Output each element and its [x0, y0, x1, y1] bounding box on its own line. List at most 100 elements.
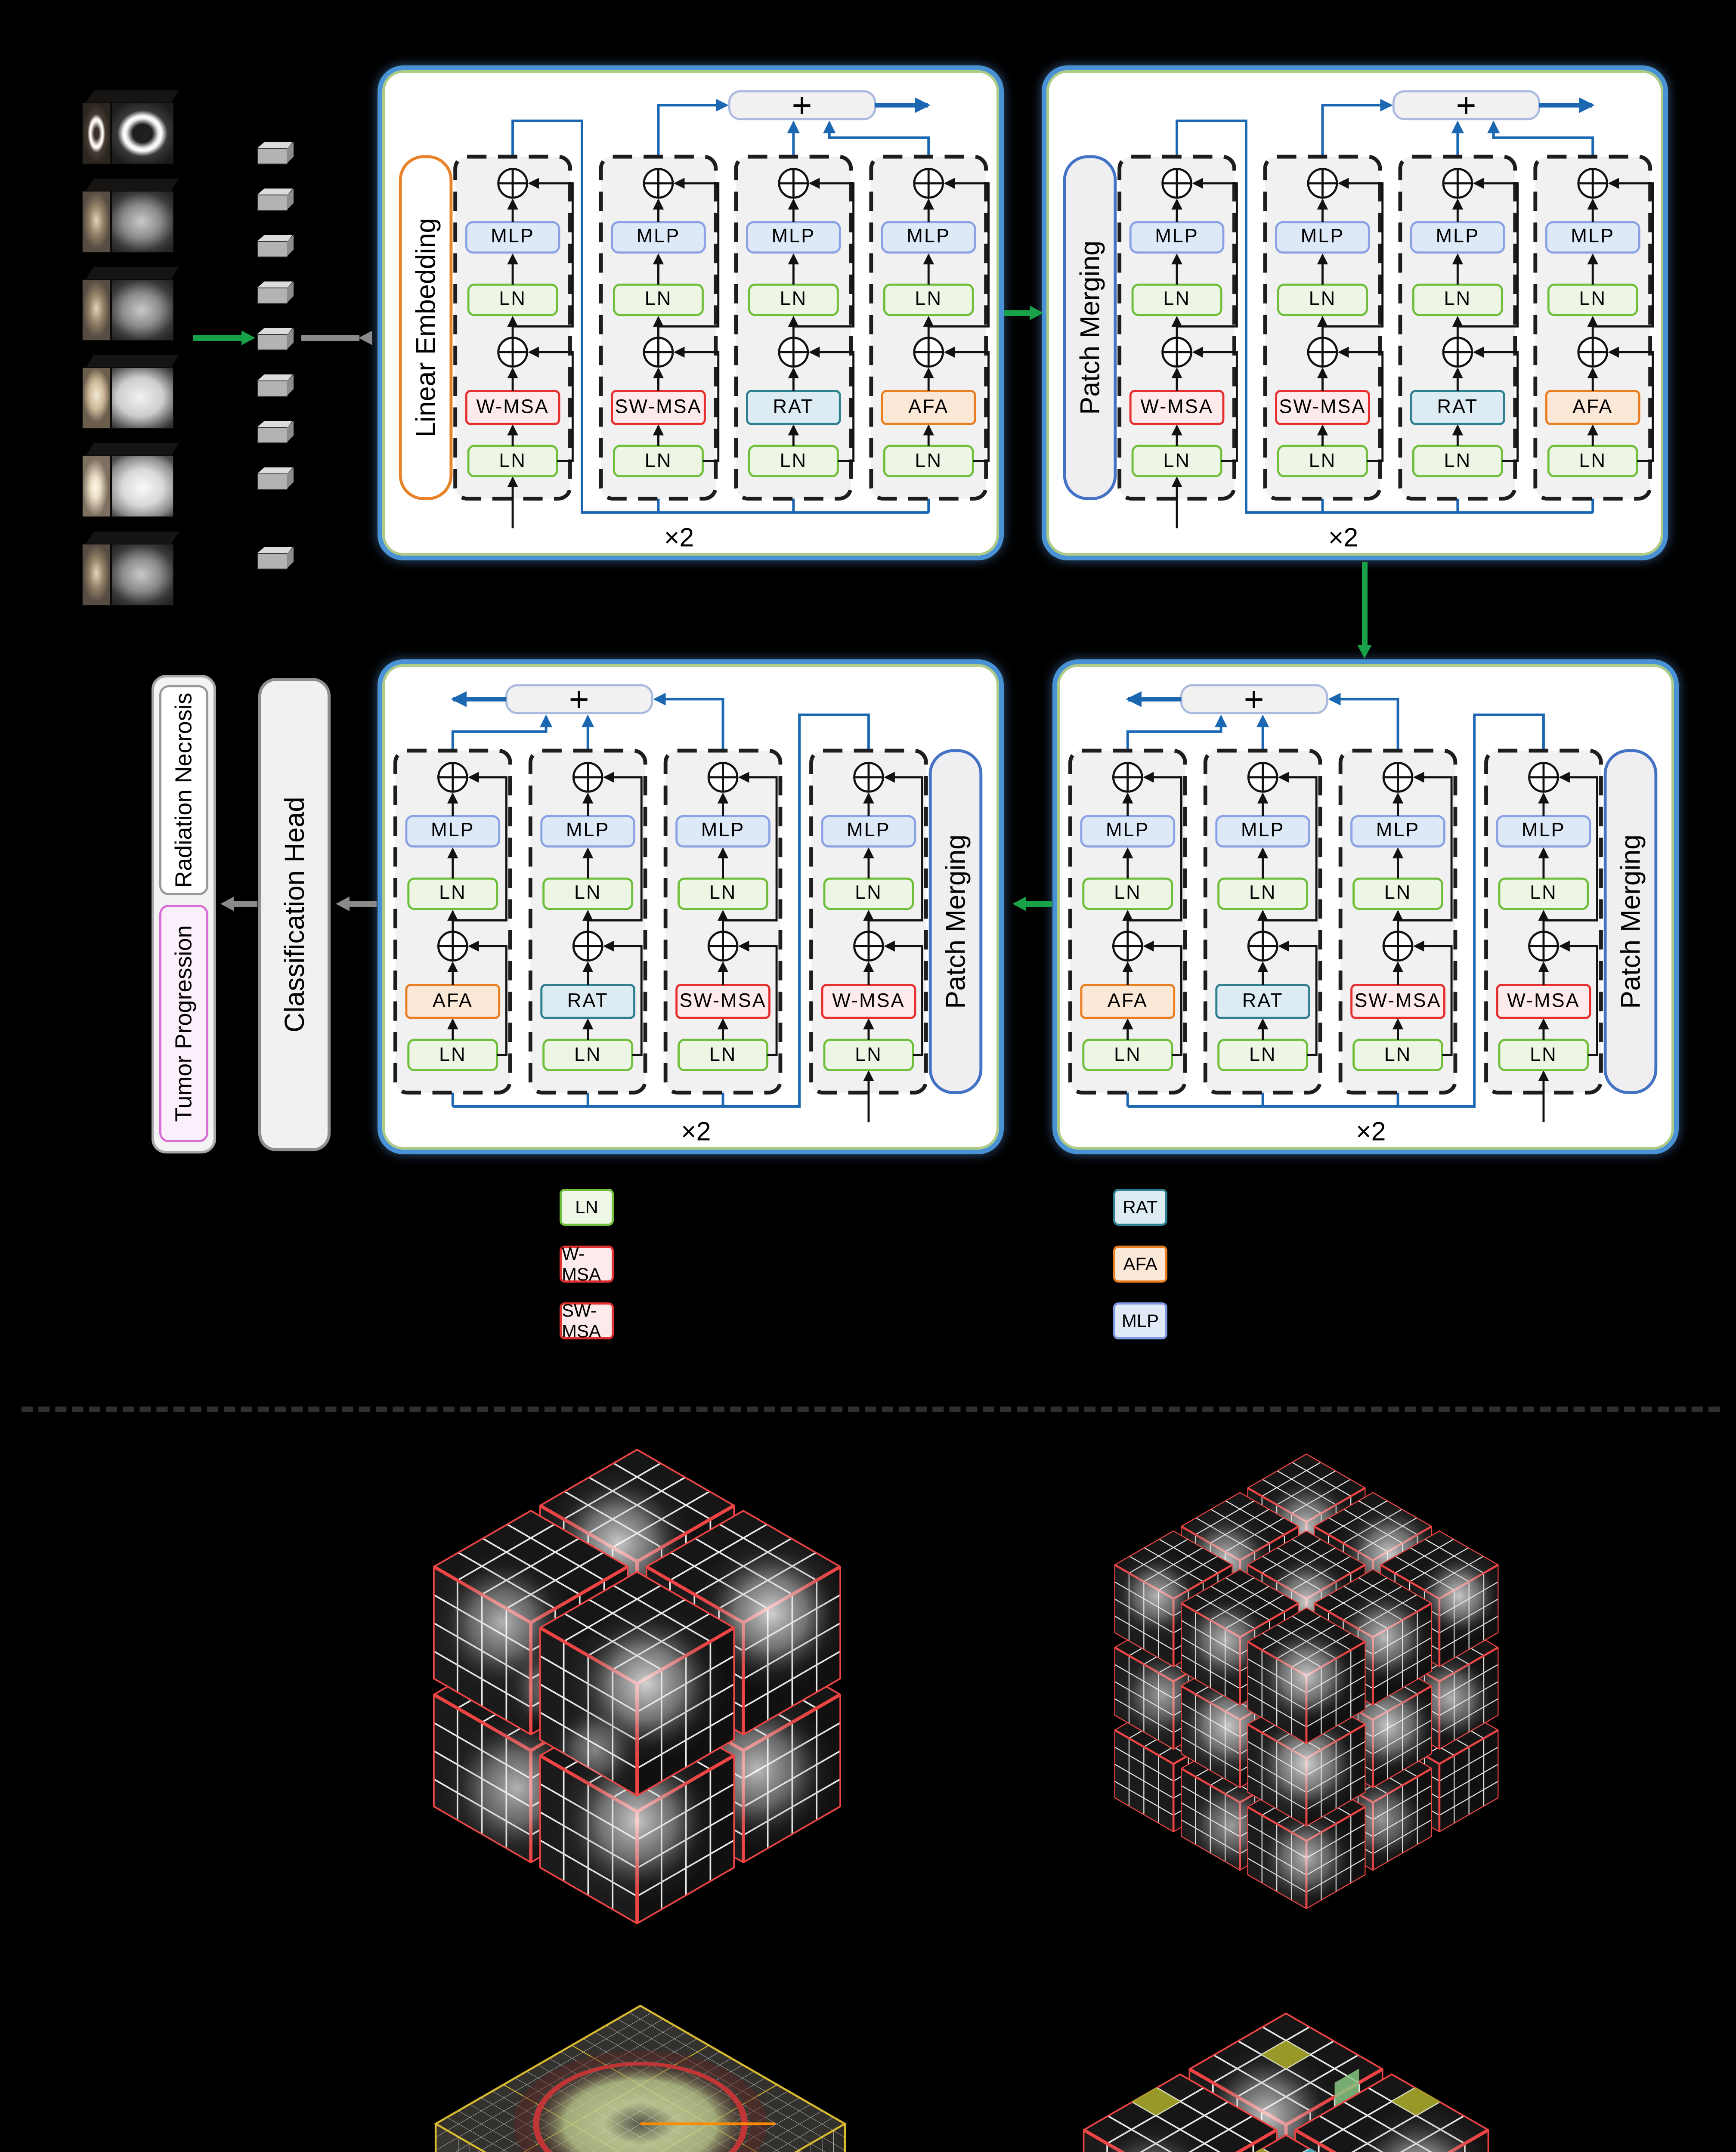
token-slab — [257, 195, 288, 211]
output-tumor-progression: Tumor Progression — [159, 905, 208, 1142]
svg-text:RAT: RAT — [1242, 989, 1284, 1011]
classification-head: Classification Head — [258, 678, 331, 1151]
sum-label: + — [792, 86, 812, 125]
svg-text:LN: LN — [1530, 1043, 1557, 1065]
svg-text:LN: LN — [855, 1043, 882, 1065]
region-attention-cube — [433, 2004, 847, 2152]
head-to-output-arrow — [220, 897, 257, 911]
svg-text:LN: LN — [1579, 287, 1606, 309]
stage-2-diagram: Patch Merging + LN W-MSA LN MLP LN SW-MS… — [1063, 86, 1654, 552]
token-slab — [257, 148, 288, 164]
transformer-block-wmsa: LN W-MSA LN MLP — [1117, 155, 1238, 529]
svg-text:SW-MSA: SW-MSA — [1354, 989, 1441, 1011]
svg-text:LN: LN — [780, 287, 808, 309]
svg-text:LN: LN — [915, 449, 942, 471]
svg-text:SW-MSA: SW-MSA — [615, 395, 702, 417]
svg-text:W-MSA: W-MSA — [832, 989, 905, 1011]
svg-text:LN: LN — [439, 881, 467, 903]
token-slab — [257, 380, 288, 397]
transformer-block-rat: LN RAT LN MLP — [1203, 748, 1322, 1095]
transformer-block-swmsa: LN SW-MSA LN MLP — [599, 155, 720, 501]
transformer-block-afa: LN AFA LN MLP — [1533, 155, 1654, 501]
patchify-arrow — [193, 331, 255, 345]
attended-feature-cube — [1083, 2008, 1489, 2152]
section-divider — [22, 1407, 1720, 1412]
svg-text:MLP: MLP — [637, 225, 681, 247]
svg-text:LN: LN — [1579, 449, 1606, 471]
svg-text:MLP: MLP — [1571, 225, 1615, 247]
region-ring-top — [514, 2050, 776, 2152]
legend-swmsa: SW-MSA — [560, 1300, 614, 1341]
token-slab — [257, 241, 288, 257]
svg-text:MLP: MLP — [431, 819, 475, 841]
svg-text:AFA: AFA — [1108, 989, 1148, 1011]
stage-side-label: Patch Merging — [1616, 835, 1646, 1009]
repeat-label: ×2 — [681, 1116, 711, 1146]
transformer-block-rat: LN RAT LN MLP — [734, 155, 855, 501]
stage-side-label: Patch Merging — [941, 835, 971, 1009]
svg-text:W-MSA: W-MSA — [1140, 395, 1213, 417]
transformer-block-wmsa: LN W-MSA LN MLP — [809, 748, 928, 1122]
window-partition-cube — [433, 1444, 842, 1928]
svg-text:MLP: MLP — [1155, 225, 1199, 247]
svg-text:LN: LN — [1163, 287, 1191, 309]
repeat-label: ×2 — [664, 523, 694, 552]
transformer-block-swmsa: LN SW-MSA LN MLP — [1263, 155, 1384, 501]
sum-box — [505, 684, 653, 714]
svg-text:LN: LN — [645, 449, 672, 471]
stage-1-diagram: Linear Embedding + LN W-MSA LN MLP LN SW… — [399, 86, 990, 552]
transformer-block-wmsa: LN W-MSA LN MLP — [453, 155, 574, 529]
stage-2: Patch Merging + LN W-MSA LN MLP LN SW-MS… — [1042, 65, 1668, 560]
svg-text:W-MSA: W-MSA — [1507, 989, 1580, 1011]
svg-text:LN: LN — [1309, 449, 1337, 471]
svg-text:LN: LN — [855, 881, 882, 903]
svg-text:LN: LN — [574, 1043, 602, 1065]
token-slab — [257, 334, 288, 350]
svg-text:LN: LN — [574, 881, 602, 903]
transformer-block-swmsa: LN SW-MSA LN MLP — [663, 748, 783, 1095]
svg-text:RAT: RAT — [567, 989, 609, 1011]
shifted-window-partition-cube — [1114, 1444, 1499, 1928]
svg-text:LN: LN — [709, 1043, 737, 1065]
legend-rat: RAT — [1113, 1189, 1167, 1226]
svg-text:RAT: RAT — [1437, 395, 1478, 417]
svg-text:AFA: AFA — [433, 989, 473, 1011]
svg-text:LN: LN — [1384, 881, 1412, 903]
stage4-to-head-arrow — [336, 897, 377, 911]
transformer-block-afa: LN AFA LN MLP — [1068, 748, 1187, 1095]
embed-arrow — [301, 331, 372, 345]
svg-text:MLP: MLP — [1301, 225, 1345, 247]
svg-text:LN: LN — [439, 1043, 467, 1065]
repeat-loop-line — [1176, 119, 1593, 514]
legend-mlp: MLP — [1113, 1302, 1167, 1339]
svg-text:MLP: MLP — [1106, 819, 1150, 841]
svg-text:LN: LN — [709, 881, 737, 903]
svg-text:MLP: MLP — [1436, 225, 1480, 247]
svg-text:LN: LN — [1163, 449, 1191, 471]
svg-text:LN: LN — [1114, 1043, 1142, 1065]
stage3-to-stage4-arrow — [1012, 897, 1052, 911]
mri-slab — [82, 443, 179, 517]
svg-text:MLP: MLP — [1241, 819, 1285, 841]
mri-slab — [82, 179, 179, 253]
stage-4: Patch Merging + LN AFA LN MLP LN RAT LN … — [378, 659, 1004, 1154]
svg-text:MLP: MLP — [847, 819, 891, 841]
svg-text:AFA: AFA — [908, 395, 949, 417]
svg-text:MLP: MLP — [772, 225, 816, 247]
token-slab — [257, 473, 288, 490]
svg-text:LN: LN — [499, 287, 526, 309]
stage-3: Patch Merging + LN AFA LN MLP LN RAT LN … — [1052, 659, 1679, 1154]
legend-afa: AFA — [1113, 1246, 1167, 1283]
svg-text:SW-MSA: SW-MSA — [679, 989, 766, 1011]
token-slab — [257, 553, 288, 569]
svg-text:MLP: MLP — [566, 819, 610, 841]
legend-ln: LN — [560, 1189, 614, 1226]
transformer-block-rat: LN RAT LN MLP — [528, 748, 647, 1095]
transformer-block-wmsa: LN W-MSA LN MLP — [1484, 748, 1603, 1122]
svg-text:MLP: MLP — [491, 225, 535, 247]
stage-1: Linear Embedding + LN W-MSA LN MLP LN SW… — [378, 65, 1004, 560]
mri-slab — [82, 267, 179, 341]
transformer-block-afa: LN AFA LN MLP — [393, 748, 512, 1095]
mri-slab — [82, 532, 179, 606]
svg-text:W-MSA: W-MSA — [476, 395, 549, 417]
